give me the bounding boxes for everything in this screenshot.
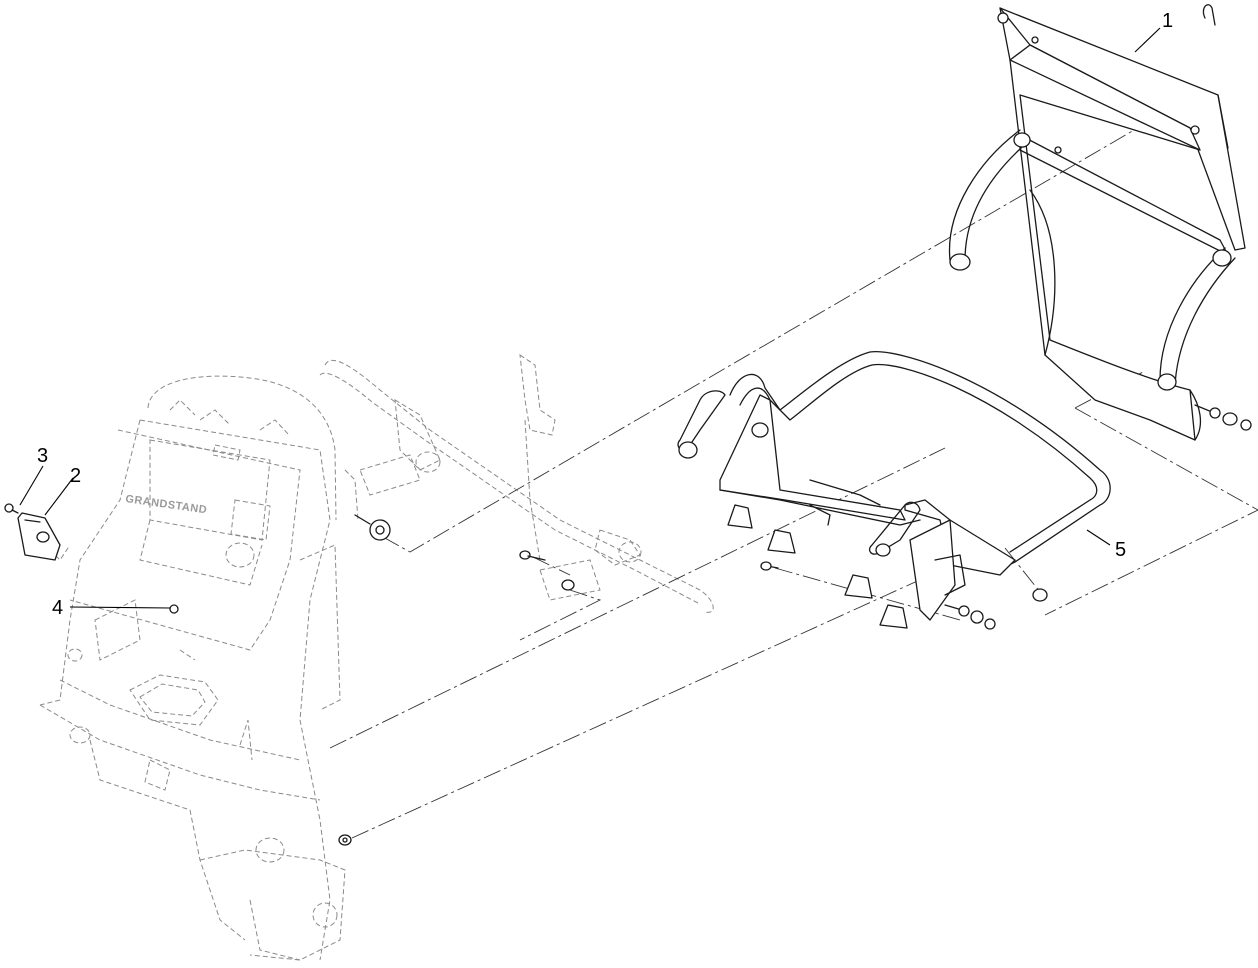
brand-text: GRANDSTAND — [125, 493, 208, 516]
part-3-screw — [4, 503, 19, 514]
control-bar-ghost — [319, 353, 714, 613]
middle-hardware — [338, 514, 575, 846]
callout-leaders — [19, 27, 1161, 609]
callout-4: 4 — [52, 597, 63, 619]
part-2-bracket — [17, 512, 61, 561]
callout-5: 5 — [1115, 539, 1126, 561]
part-4-nut — [169, 604, 179, 614]
hardware-part-1 — [1194, 404, 1252, 431]
callout-3: 3 — [37, 445, 48, 467]
callout-labels: 1 2 3 4 5 — [37, 10, 1173, 619]
hardware-part-5 — [760, 561, 1048, 630]
part-5-bar-assembly — [677, 351, 1111, 629]
callout-1: 1 — [1162, 10, 1173, 32]
assembly-lines — [329, 111, 1258, 839]
frame-console-ghost: GRANDSTAND — [39, 375, 346, 961]
part-1-cover-assembly — [948, 4, 1246, 441]
callout-2: 2 — [70, 465, 81, 487]
